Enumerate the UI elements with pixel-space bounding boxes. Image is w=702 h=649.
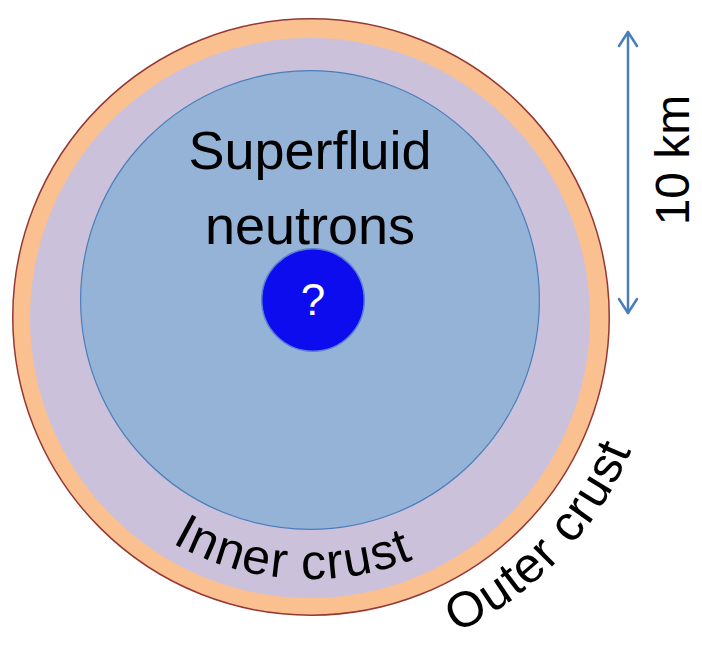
core-region: Superfluid neutrons?: [80, 70, 540, 530]
circle-fill: [262, 249, 365, 352]
scale-arrow-head: [619, 299, 637, 313]
scale-arrow: [619, 32, 637, 313]
circle-fill: [13, 19, 610, 616]
circle-fill: [81, 71, 540, 530]
unknown-core-circle: ?: [261, 248, 365, 352]
region-label: Superfluid neutrons: [160, 113, 460, 263]
scale-arrow-head: [619, 32, 637, 46]
question-mark: ?: [261, 248, 365, 352]
letter: [286, 536, 303, 587]
scale-arrow-shaft: [627, 32, 630, 313]
letter: c: [301, 537, 327, 587]
inner-crust-ring: Inner crustSuperfluid neutrons?: [30, 38, 590, 598]
circle-fill: [30, 38, 590, 598]
dimension-label: 10 km: [649, 95, 697, 226]
outer-crust-ring: Outer crustInner crustSuperfluid neutron…: [12, 18, 610, 616]
